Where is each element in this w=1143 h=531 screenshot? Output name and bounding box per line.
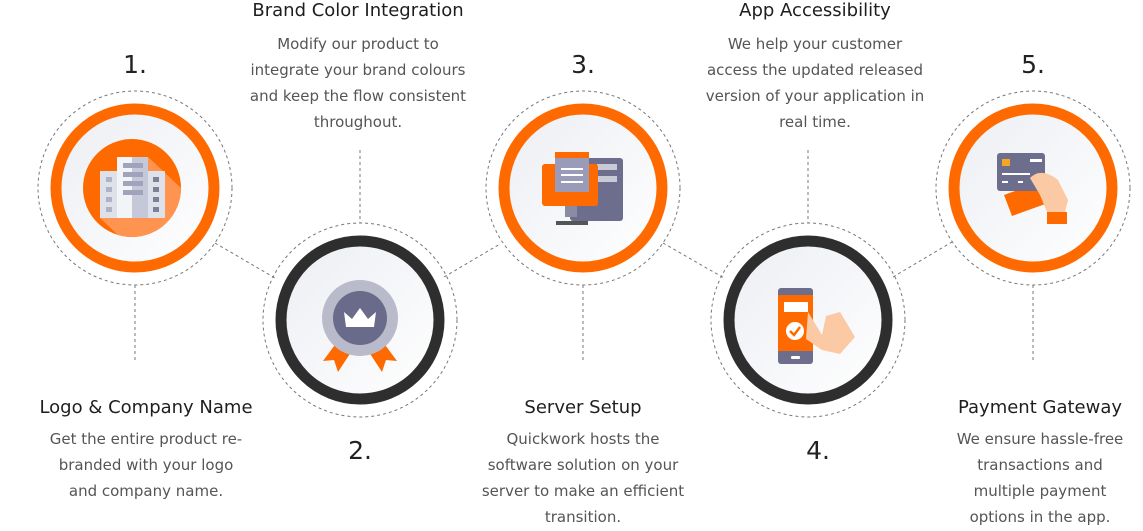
badge-crown-icon — [322, 280, 398, 372]
step-title: Server Setup — [524, 397, 642, 418]
step-5-text: Payment Gateway We ensure hassle-free tra… — [910, 397, 1143, 530]
step-3-text: Server Setup Quickwork hosts the software… — [453, 397, 713, 530]
step-2-text: Brand Color Integration Modify our produ… — [228, 0, 488, 135]
desc-line: real time. — [779, 113, 851, 131]
desc-line: options in the app. — [969, 508, 1111, 526]
desc-line: software solution on your — [487, 456, 679, 474]
desc-line: access the updated released — [706, 61, 924, 79]
step-number-4: 4. — [806, 436, 830, 465]
desc-line: Quickwork hosts the — [506, 430, 660, 448]
desc-line: transactions and — [977, 456, 1103, 474]
step-number-5: 5. — [1021, 50, 1045, 79]
step-title: App Accessibility — [739, 0, 891, 21]
step-number-3: 3. — [571, 50, 595, 79]
desc-line: branded with your logo — [58, 456, 234, 474]
step-4-text: App Accessibility We help your customer a… — [685, 0, 945, 135]
desc-line: and company name. — [68, 482, 224, 500]
desc-line: version of your application in — [705, 87, 925, 105]
desc-line: integrate your brand colours — [250, 61, 466, 79]
desc-line: transition. — [544, 508, 622, 526]
desc-line: Get the entire product re- — [49, 430, 243, 448]
building-icon — [83, 139, 182, 238]
step-title: Payment Gateway — [957, 397, 1123, 418]
desc-line: We help your customer — [727, 35, 903, 53]
step-title: Logo & Company Name — [39, 397, 253, 418]
step-title: Brand Color Integration — [252, 0, 464, 21]
step-number-1: 1. — [123, 50, 147, 79]
step-1-text: Logo & Company Name Get the entire produ… — [16, 397, 276, 504]
mobile-tap-icon — [778, 288, 855, 364]
connector — [214, 242, 276, 279]
desc-line: Modify our product to — [277, 35, 439, 53]
connector — [443, 243, 501, 278]
step-number-2: 2. — [348, 436, 372, 465]
server-monitor-icon — [542, 152, 623, 225]
credit-card-icon — [997, 153, 1068, 224]
desc-line: We ensure hassle-free — [956, 430, 1124, 448]
desc-line: throughout. — [313, 113, 403, 131]
desc-line: multiple payment — [973, 482, 1107, 500]
desc-line: server to make an efficient — [481, 482, 685, 500]
connector — [662, 242, 725, 279]
desc-line: and keep the flow consistent — [249, 87, 467, 105]
connector — [892, 241, 953, 278]
